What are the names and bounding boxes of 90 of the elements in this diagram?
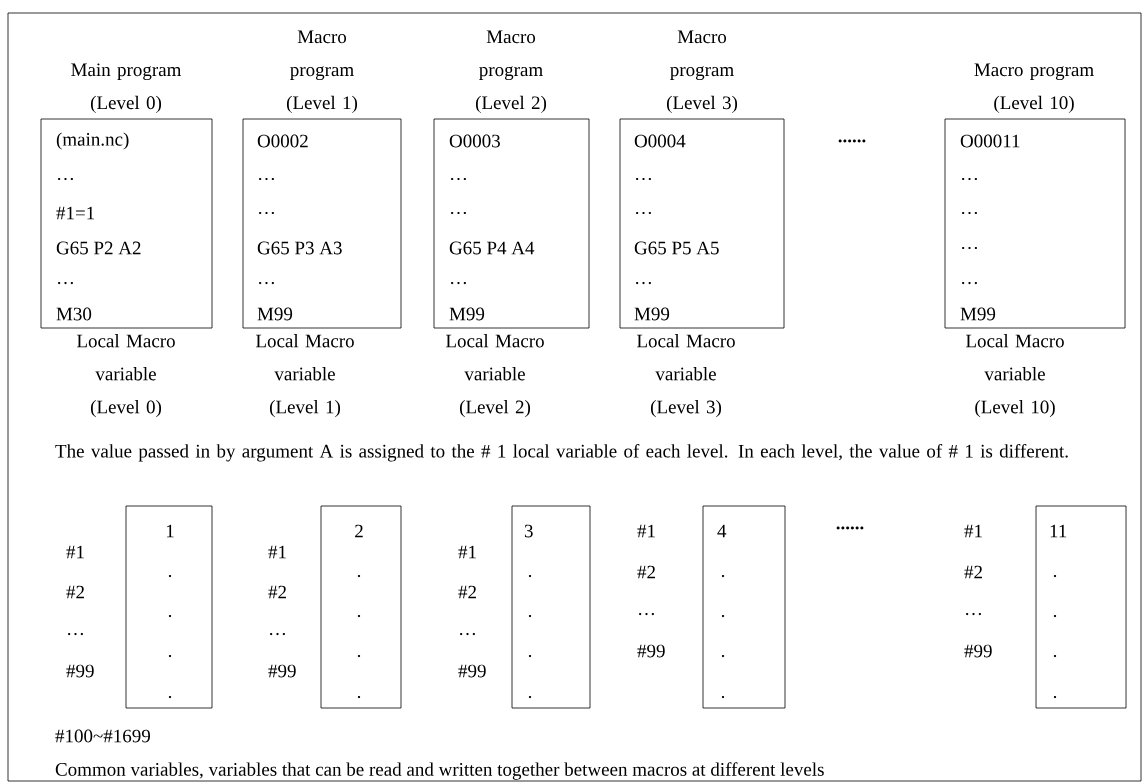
dot: . <box>357 695 361 699</box>
value-text: 2 <box>355 524 363 538</box>
dot: . <box>357 574 361 578</box>
box-caption: Local Macro variable (Level 1) <box>255 334 354 418</box>
code-line: G65 P4 A4 <box>449 241 535 255</box>
variable-name: … <box>639 612 654 616</box>
variable-name: … <box>966 612 981 616</box>
code-line: … <box>259 281 274 285</box>
ellipsis: ...... <box>836 526 864 530</box>
variable-name: … <box>460 632 475 636</box>
code-line: M99 <box>449 307 485 321</box>
dot: . <box>168 574 172 578</box>
dot: . <box>1053 614 1057 618</box>
code-line: O0004 <box>634 134 686 148</box>
dot: . <box>1053 654 1057 658</box>
variable-name: … <box>270 632 285 636</box>
description-text: Common variables, variables that can be read and written together between macros at different levels <box>55 762 824 780</box>
code-line: … <box>962 177 977 181</box>
code-line: O0003 <box>449 134 500 148</box>
code-line: (main.nc) <box>56 132 129 150</box>
dot: . <box>721 654 725 658</box>
code-line: … <box>451 211 466 215</box>
variable-name: #99 <box>268 664 296 678</box>
code-line: … <box>259 211 274 215</box>
description-text: The value passed in by argument A is assigned to the # 1 local variable of each level. In each level, the value of # 1 is different. <box>55 444 1068 462</box>
code-line: … <box>962 211 977 215</box>
code-line: … <box>58 281 73 285</box>
code-line: … <box>58 177 73 181</box>
code-line: M99 <box>960 307 996 321</box>
code-line: … <box>451 177 466 181</box>
code-line: … <box>962 281 977 285</box>
dot: . <box>528 614 532 618</box>
dot: . <box>721 574 725 578</box>
box-heading: Macro program (Level 3) <box>666 30 738 113</box>
variable-name: #1 <box>268 545 286 559</box>
box-caption: Local Macro variable (Level 10) <box>966 334 1064 418</box>
dot: . <box>1053 574 1057 578</box>
variable-name: … <box>68 632 83 636</box>
code-line: #1=1 <box>56 206 95 220</box>
code-line: G65 P3 A3 <box>257 241 342 255</box>
dot: . <box>721 614 725 618</box>
box-heading: Macro program (Level 2) <box>475 30 547 113</box>
box-heading: Macro program (Level 1) <box>286 30 358 113</box>
variable-name: #1 <box>964 524 982 538</box>
variable-name: #2 <box>66 585 84 599</box>
dot: . <box>357 614 361 618</box>
code-line: … <box>636 281 651 285</box>
code-line: O0002 <box>257 134 308 148</box>
variable-name: #1 <box>458 545 476 559</box>
box-caption: Local Macro variable (Level 2) <box>445 334 544 418</box>
box-heading: Macro program (Level 10) <box>974 63 1094 113</box>
code-line: … <box>636 211 651 215</box>
variable-name: #2 <box>637 565 655 579</box>
range-text: #100~#1699 <box>55 729 150 743</box>
ellipsis: ...... <box>838 139 866 143</box>
variable-name: #2 <box>458 585 476 599</box>
value-text: 3 <box>524 524 533 538</box>
box-caption: Local Macro variable (Level 3) <box>636 334 735 418</box>
box-caption: Local Macro variable (Level 0) <box>76 334 175 418</box>
dot: . <box>721 695 725 699</box>
value-text: 11 <box>1050 524 1067 538</box>
dot: . <box>528 654 532 658</box>
code-line: M99 <box>257 307 293 321</box>
code-line: G65 P2 A2 <box>56 241 141 255</box>
variable-name: #99 <box>66 664 94 678</box>
code-line: … <box>962 246 977 250</box>
variable-name: #99 <box>458 664 486 678</box>
variable-name: #99 <box>964 644 992 658</box>
dot: . <box>168 695 172 699</box>
code-line: … <box>636 177 651 181</box>
dot: . <box>168 614 172 618</box>
code-line: … <box>259 177 274 181</box>
variable-name: #1 <box>637 524 655 538</box>
variable-name: #99 <box>637 644 665 658</box>
dot: . <box>528 574 532 578</box>
dot: . <box>357 654 361 658</box>
value-text: 4 <box>717 524 727 538</box>
value-text: 1 <box>166 524 174 538</box>
code-line: G65 P5 A5 <box>634 241 719 255</box>
code-line: … <box>451 281 466 285</box>
variable-name: #2 <box>268 585 286 599</box>
box-heading: Main program (Level 0) <box>71 63 182 113</box>
code-line: M30 <box>56 307 92 321</box>
code-line: M99 <box>634 307 670 321</box>
dot: . <box>528 695 532 699</box>
variable-name: #2 <box>964 565 982 579</box>
dot: . <box>168 654 172 658</box>
code-line: O00011 <box>960 134 1020 148</box>
variable-name: #1 <box>66 545 84 559</box>
dot: . <box>1053 695 1057 699</box>
